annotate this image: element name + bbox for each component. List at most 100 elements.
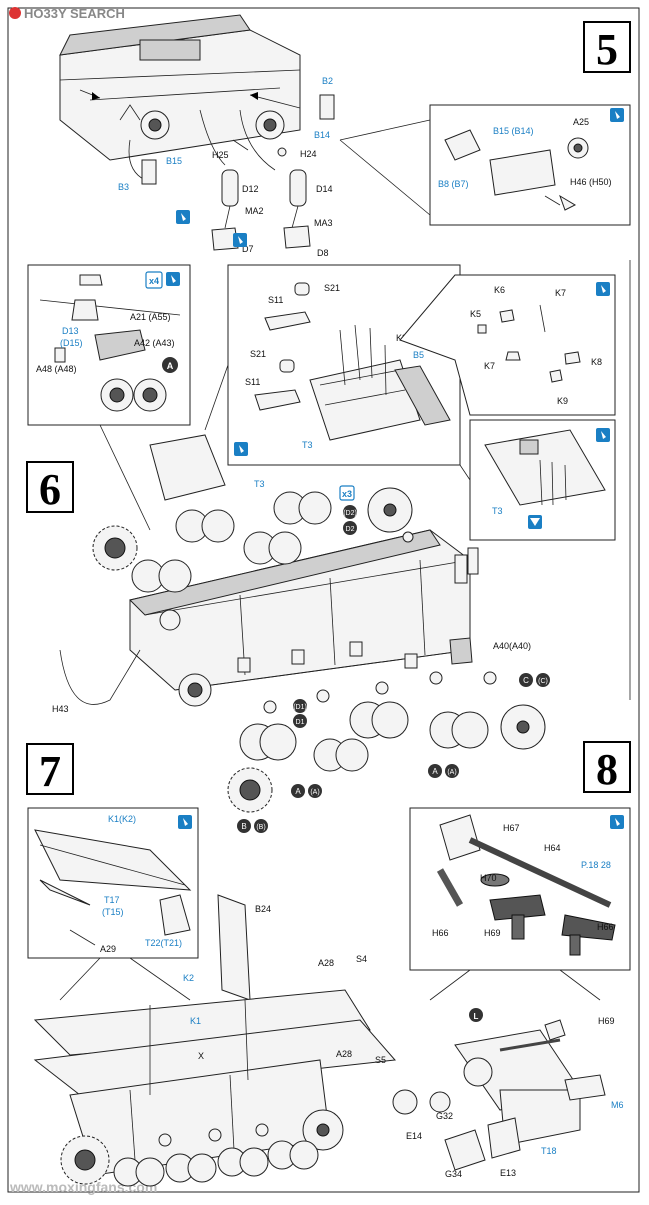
- step-6-box: [26, 461, 74, 513]
- svg-text:A: A: [295, 787, 301, 796]
- step5-inset: [339, 104, 631, 226]
- label-x: X: [198, 1051, 204, 1061]
- label-a42-a43: A42 (A43): [134, 338, 175, 348]
- step6-top-inset-art: [254, 282, 451, 441]
- step8-inset-art: [436, 814, 616, 956]
- step7-hull-sketch: [33, 894, 397, 1187]
- svg-text:A: A: [432, 767, 438, 776]
- label-s11-a: S11: [268, 295, 283, 305]
- label-s11-b: S11: [245, 377, 260, 387]
- label-a25: A25: [573, 117, 589, 127]
- label-t17: T17: [104, 895, 120, 905]
- glue-icon: [234, 442, 248, 456]
- marker-a-icon: A: [162, 357, 178, 373]
- label-k8-b: K8: [591, 357, 602, 367]
- glue-icon: [596, 282, 610, 296]
- step-6: 6 x4 D13 (D15) A21 (A55) A42 (A43) A48 (…: [26, 264, 616, 833]
- glue-icon: [596, 428, 610, 442]
- svg-text:D2: D2: [346, 526, 355, 533]
- label-k9: K9: [557, 396, 568, 406]
- label-ma3: MA3: [314, 218, 333, 228]
- glue-icon: [610, 108, 624, 122]
- label-a48-a48: A48 (A48): [36, 364, 77, 374]
- step-7: 7 K1(K2) T17 (T15) T22(T21) A29: [26, 743, 397, 1187]
- svg-text:(C): (C): [538, 678, 548, 685]
- marker-l-icon: L: [469, 1008, 483, 1022]
- svg-text:(A): (A): [447, 769, 456, 776]
- label-b14: B14: [314, 130, 330, 140]
- svg-text:(B): (B): [256, 824, 265, 831]
- step7-inset-art: [34, 829, 192, 946]
- marker-a-icon: A (A) A (A): [291, 764, 459, 798]
- glue-icon: [178, 815, 192, 829]
- label-b2: B2: [322, 76, 333, 86]
- step8-rear-sketch: [392, 1019, 606, 1171]
- step-6-number: 6: [39, 465, 61, 514]
- label-a21-a55: A21 (A55): [130, 312, 171, 322]
- label-d14: D14: [316, 184, 333, 194]
- step-7-number: 7: [39, 747, 61, 796]
- label-t3-main: T3: [254, 479, 265, 489]
- svg-text:(D1): (D1): [293, 704, 307, 711]
- label-h66-a: H66: [432, 928, 449, 938]
- page-frame: [7, 7, 640, 1193]
- label-t15: (T15): [102, 907, 124, 917]
- step6-left-inset-art: [39, 274, 181, 412]
- label-t3-top: T3: [302, 440, 313, 450]
- step-5-box: [583, 21, 631, 73]
- marker-d1-icon: (D1) D1: [293, 699, 307, 728]
- label-s21-a: S21: [324, 283, 340, 293]
- step6-hull-sketch: [59, 434, 479, 707]
- svg-text:C: C: [523, 676, 529, 685]
- label-k1: K1: [190, 1016, 201, 1026]
- label-b15: B15: [166, 156, 182, 166]
- label-h43: H43: [52, 704, 69, 714]
- svg-text:(D2): (D2): [343, 510, 357, 517]
- label-t3-inset: T3: [492, 506, 503, 516]
- label-d15: (D15): [60, 338, 83, 348]
- label-a40: A40(A40): [493, 641, 531, 651]
- label-h69-main: H69: [598, 1016, 615, 1026]
- label-k2: K2: [183, 973, 194, 983]
- step-5-number: 5: [596, 25, 618, 74]
- watermark-top: HO33Y SEARCH: [9, 6, 125, 21]
- svg-text:B: B: [241, 822, 246, 831]
- label-g32: G32: [436, 1111, 453, 1121]
- label-h64: H64: [544, 843, 561, 853]
- label-d13: D13: [62, 326, 79, 336]
- label-d8: D8: [317, 248, 329, 258]
- page-ref-badge: P.18 28: [581, 860, 611, 870]
- label-t22-t21: T22(T21): [145, 938, 182, 948]
- label-e14: E14: [406, 1131, 422, 1141]
- glue-icon: [610, 815, 624, 829]
- label-h66-b: H66: [597, 922, 614, 932]
- svg-text:D1: D1: [296, 719, 305, 726]
- step-8-number: 8: [596, 745, 618, 794]
- label-k7-b: K7: [484, 361, 495, 371]
- label-h46-h50: H46 (H50): [570, 177, 612, 187]
- label-h70: H70: [480, 873, 497, 883]
- label-k1-k2: K1(K2): [108, 814, 136, 824]
- label-b3: B3: [118, 182, 129, 192]
- label-g34: G34: [445, 1169, 462, 1179]
- marker-b-icon: B (B): [237, 819, 268, 833]
- step6-t3-inset-art: [484, 429, 606, 529]
- label-k6: K6: [494, 285, 505, 295]
- label-b8-b7: B8 (B7): [438, 179, 469, 189]
- marker-d2-icon: (D2) D2: [343, 505, 357, 535]
- label-d12: D12: [242, 184, 259, 194]
- svg-text:x4: x4: [149, 276, 159, 286]
- svg-text:(A): (A): [310, 789, 319, 796]
- label-h67: H67: [503, 823, 520, 833]
- label-t18: T18: [541, 1146, 557, 1156]
- step-8: 8 H67 H64 H70 H66 H69 H66 P.18 28: [392, 741, 631, 1179]
- label-a28-b: A28: [336, 1049, 352, 1059]
- label-k5: K5: [470, 309, 481, 319]
- glue-icon: [176, 210, 247, 247]
- svg-text:A: A: [167, 361, 174, 371]
- step6-wheels: [92, 487, 546, 813]
- svg-text:L: L: [474, 1012, 479, 1021]
- label-b5: B5: [413, 350, 424, 360]
